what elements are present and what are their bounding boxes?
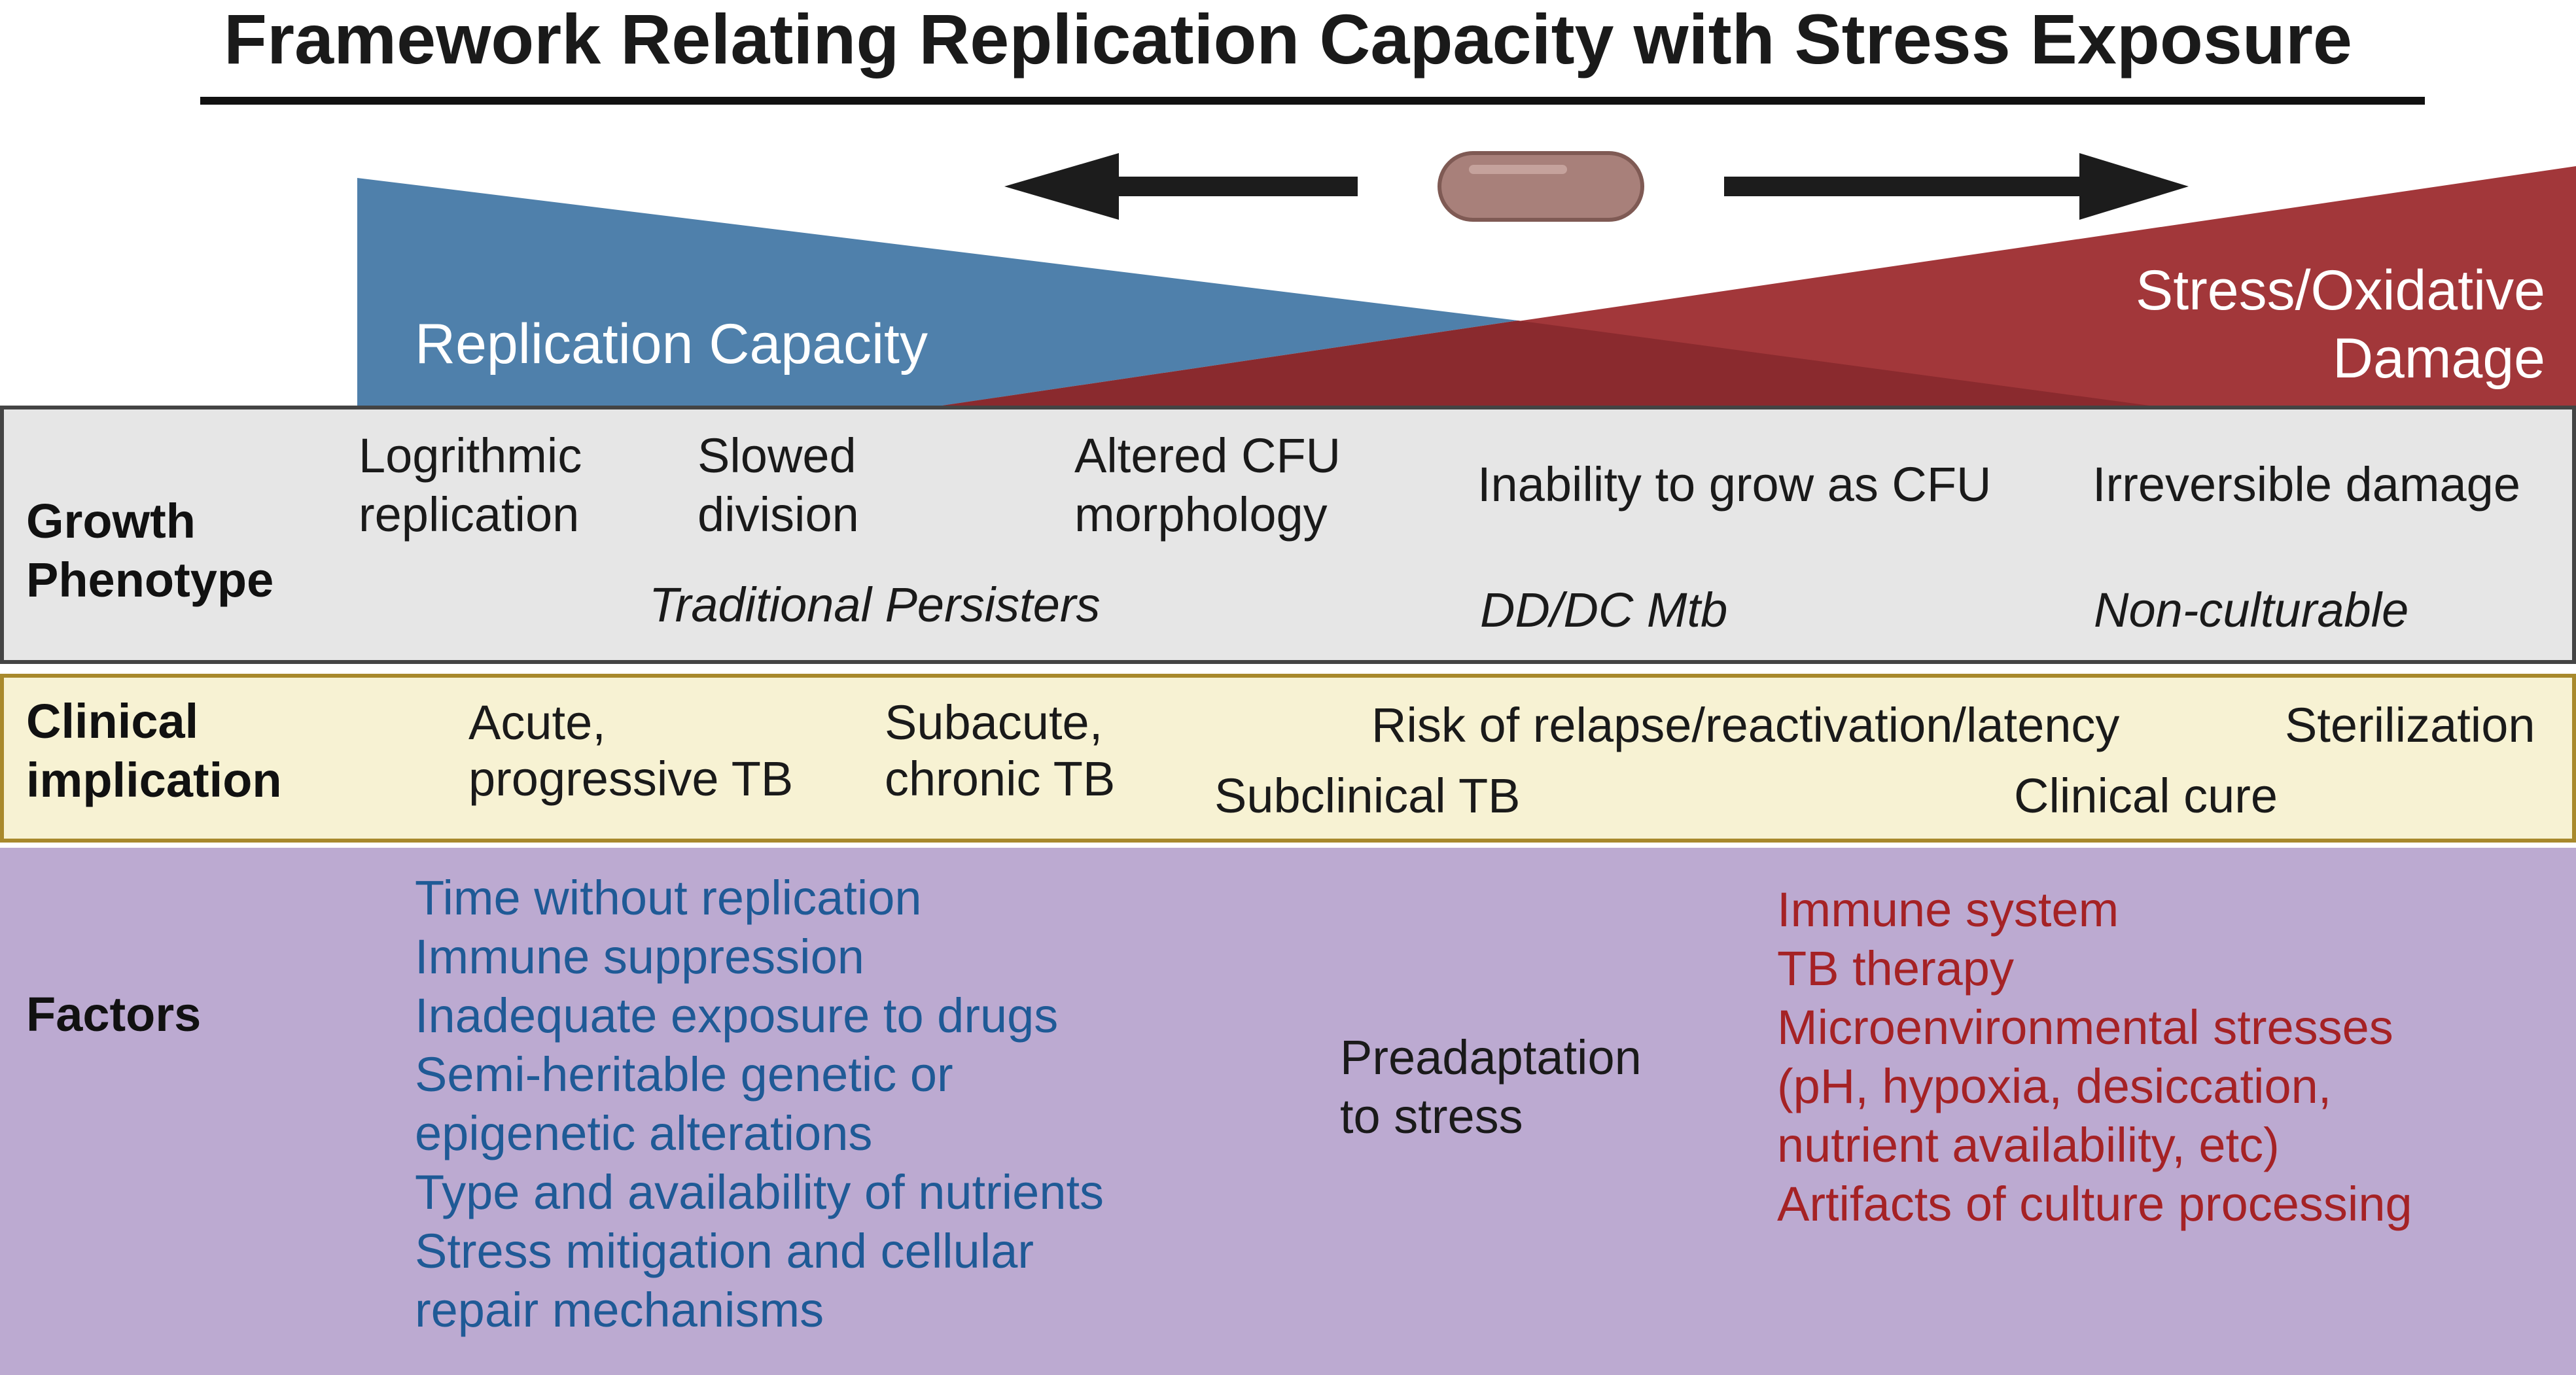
clinical-item: Risk of relapse/reactivation/latency [1371,698,2120,752]
replication-factor: Stress mitigation and cellular [415,1224,1034,1278]
replication-factor: Time without replication [415,871,922,925]
growth-stage-label: replication [359,487,580,542]
factors-heading: Factors [26,987,202,1041]
stress-factor: Artifacts of culture processing [1777,1177,2412,1231]
growth-stage-label: Inability to grow as CFU [1477,457,1992,512]
stress-factor: Immune system [1777,882,2119,937]
growth-stage-label: morphology [1074,487,1328,542]
replication-factors-list: Time without replication Immune suppress… [415,869,1104,1340]
growth-stage-label: Logrithmic [359,428,582,483]
replication-factor: Inadequate exposure to drugs [415,988,1059,1043]
replication-factor: Type and availability of nutrients [415,1165,1104,1219]
growth-group-label: Non-culturable [2094,583,2409,637]
replication-factor: Semi-heritable genetic or [415,1047,953,1102]
clinical-heading-line2: implication [26,753,282,807]
arrow-left-icon [1004,153,1358,220]
replication-factor: Immune suppression [415,930,864,984]
clinical-implication-band [0,674,2576,843]
clinical-item: Acute, [468,695,606,750]
growth-group-label: DD/DC Mtb [1480,583,1728,637]
growth-stage-label: Slowed [697,428,856,483]
stress-factor: Microenvironmental stresses [1777,1000,2393,1054]
clinical-item: Subclinical TB [1214,769,1521,823]
clinical-item: chronic TB [885,752,1116,806]
preadaptation-line2: to stress [1340,1089,1523,1143]
page-title: Framework Relating Replication Capacity … [224,0,2352,78]
growth-stage-label: division [697,487,859,542]
replication-capacity-wedge [357,178,1518,406]
clinical-item: progressive TB [468,752,794,806]
clinical-item: Clinical cure [2014,769,2278,823]
growth-heading-line2: Phenotype [26,553,274,607]
preadaptation-line1: Preadaptation [1340,1030,1642,1085]
clinical-item: Subacute, [885,695,1103,750]
growth-phenotype-band [0,406,2576,664]
stress-label-line1: Stress/Oxidative [2135,259,2545,322]
growth-stage-label: Irreversible damage [2092,457,2520,512]
stress-factor: (pH, hypoxia, desiccation, [1777,1059,2332,1113]
factors-band [0,848,2576,1375]
clinical-item: Sterilization [2285,698,2535,752]
gradient-wedges [357,151,2576,406]
arrow-right-icon [1724,153,2189,220]
stress-label-line2: Damage [2332,327,2545,390]
bacillus-icon [1438,151,1644,222]
stress-factors-list: Immune system TB therapy Microenvironmen… [1777,880,2412,1234]
replication-capacity-label: Replication Capacity [415,313,928,375]
replication-factor: repair mechanisms [415,1283,824,1337]
stress-factor: TB therapy [1777,941,2014,996]
growth-stage-label: Altered CFU [1074,428,1341,483]
wedge-overlap [942,321,2149,406]
clinical-heading-line1: Clinical [26,694,199,748]
replication-factor: epigenetic alterations [415,1106,873,1160]
growth-group-label: Traditional Persisters [649,578,1101,632]
growth-heading-line1: Growth [26,494,196,548]
title-underline [200,97,2425,105]
stress-factor: nutrient availability, etc) [1777,1118,2280,1172]
